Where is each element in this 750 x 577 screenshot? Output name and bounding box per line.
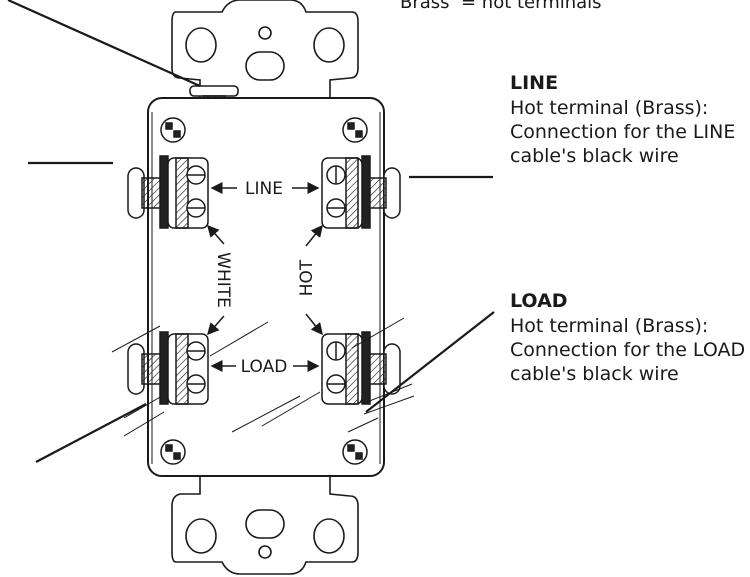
top-mounting-strap: [171, 0, 359, 99]
pointer-ground: [7, 0, 201, 88]
wire-strokes: [111, 317, 415, 437]
white-arrow-up: [207, 224, 225, 245]
bottom-mounting-strap: [171, 473, 359, 575]
load-callout-title: LOAD: [510, 290, 568, 312]
left-line-terminal: [127, 155, 209, 229]
line-label: LINE: [245, 179, 283, 199]
load-label: LOAD: [241, 357, 288, 377]
corner-screw-bottom-right: [342, 439, 368, 465]
hot-arrow-up: [305, 224, 323, 247]
corner-screw-top-right: [342, 117, 368, 143]
line-callout: LINE Hot terminal (Brass): Connection fo…: [510, 70, 750, 168]
pointer-right-load: [365, 311, 495, 413]
line-callout-description: Hot terminal (Brass): Connection for the…: [510, 97, 736, 167]
line-callout-title: LINE: [510, 72, 559, 94]
corner-screw-bottom-left: [160, 439, 186, 465]
hot-label: HOT: [297, 259, 317, 296]
left-load-terminal: [127, 331, 209, 405]
switch-body: [147, 97, 385, 477]
corner-screw-top-left: [160, 117, 186, 143]
load-callout-description: Hot terminal (Brass): Connection for the…: [510, 315, 746, 385]
hot-arrow-down: [305, 313, 323, 336]
white-label: WHITE: [213, 252, 233, 308]
pointer-left-load: [35, 403, 147, 463]
top-note: Brass = hot terminals: [400, 0, 602, 13]
load-callout: LOAD Hot terminal (Brass): Connection fo…: [510, 288, 750, 386]
white-arrow-down: [207, 315, 225, 336]
right-load-terminal: [321, 331, 401, 405]
right-line-terminal: [321, 155, 401, 229]
